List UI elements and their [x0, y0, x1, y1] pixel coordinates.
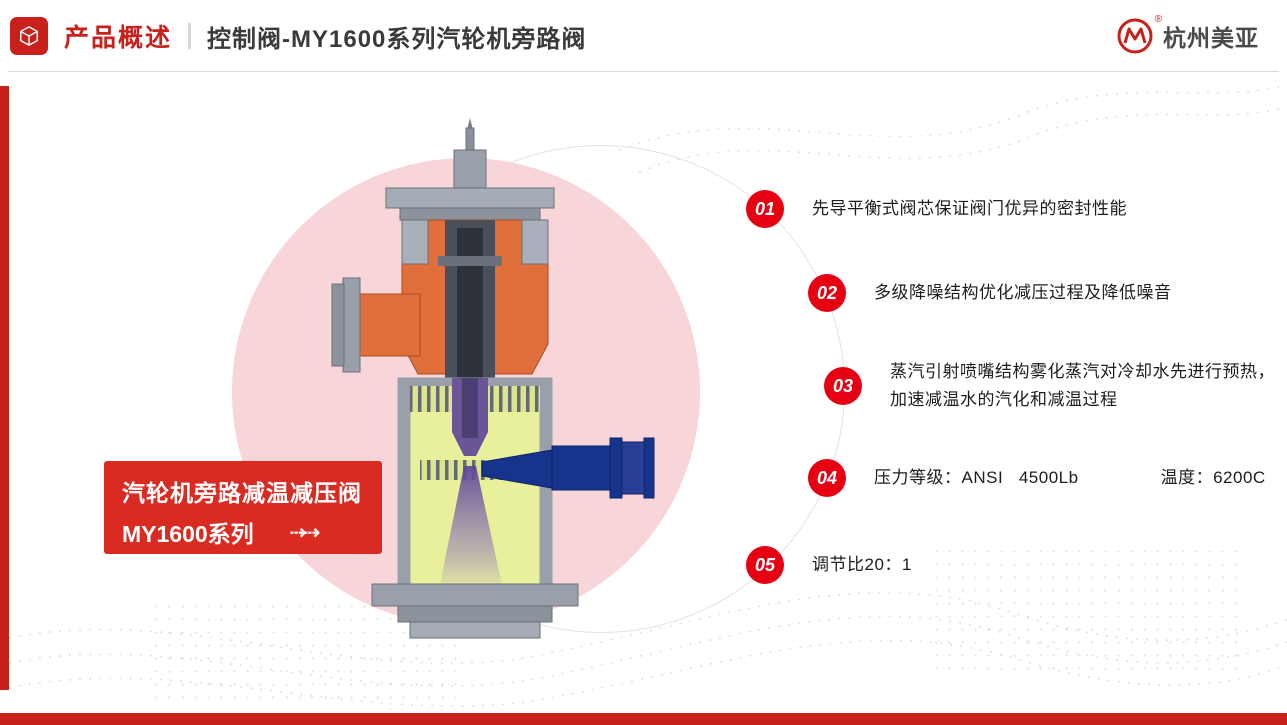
feature-item-3: 03 蒸汽引射喷嘴结构雾化蒸汽对冷却水先进行预热，加速减温水的汽化和减温过程 [824, 358, 1282, 414]
feature-item-5: 05 调节比20：1 [746, 546, 912, 584]
valve-bonnet [331, 219, 549, 378]
valve-bottom-flange [371, 583, 579, 639]
brand-logo: ® 杭州美亚 [1115, 14, 1259, 56]
dot-grid-right [930, 545, 1240, 670]
feature-number-badge: 03 [824, 367, 862, 406]
header-divider [188, 23, 192, 49]
feature-number-badge: 02 [808, 274, 846, 312]
feature-item-2: 02 多级降噪结构优化减压过程及降低噪音 [808, 274, 1172, 312]
valve-stem [453, 118, 487, 195]
bottom-accent-bar [0, 713, 1287, 725]
header-bar: 产品概述 控制阀-MY1600系列汽轮机旁路阀 ® 杭州美亚 [0, 0, 1287, 72]
spray-cone [438, 466, 504, 594]
product-name-line1: 汽轮机旁路减温减压阀 [122, 480, 362, 506]
feature-number-badge: 04 [808, 459, 846, 497]
header-underline [8, 71, 1279, 72]
cooling-water-pipe [481, 437, 655, 499]
feature-text-pressure: 压力等级：ANSI 4500Lb [874, 467, 1079, 487]
feature-number-badge: 05 [746, 546, 784, 584]
valve-cross-section-diagram [331, 118, 655, 639]
brand-name: 杭州美亚 [1163, 25, 1259, 51]
feature-item-4: 04 压力等级：ANSI 4500Lb 温度：6200C [808, 459, 1266, 497]
product-name-banner: 汽轮机旁路减温减压阀 MY1600系列 ⇢⇢ [104, 461, 382, 554]
left-accent-bar [0, 86, 9, 690]
valve-top-flange [385, 187, 555, 221]
page-title: 控制阀-MY1600系列汽轮机旁路阀 [207, 25, 587, 53]
brand-m-icon: ® [1115, 14, 1162, 56]
registered-mark: ® [1154, 14, 1162, 25]
feature-text-temperature: 温度：6200C [1160, 467, 1266, 487]
feature-text: 蒸汽引射喷嘴结构雾化蒸汽对冷却水先进行预热，加速减温水的汽化和减温过程 [890, 362, 1275, 410]
feature-number-badge: 01 [746, 190, 784, 228]
arrow-icon: ⇢⇢ [289, 521, 320, 544]
feature-text: 调节比20：1 [812, 554, 912, 574]
feature-text: 先导平衡式阀芯保证阀门优异的密封性能 [812, 198, 1127, 218]
feature-text: 多级降噪结构优化减压过程及降低噪音 [874, 282, 1172, 302]
cube-icon [10, 17, 48, 55]
feature-item-1: 01 先导平衡式阀芯保证阀门优异的密封性能 [746, 190, 1127, 228]
product-name-line2: MY1600系列 [122, 521, 254, 547]
section-label: 产品概述 [64, 24, 173, 52]
